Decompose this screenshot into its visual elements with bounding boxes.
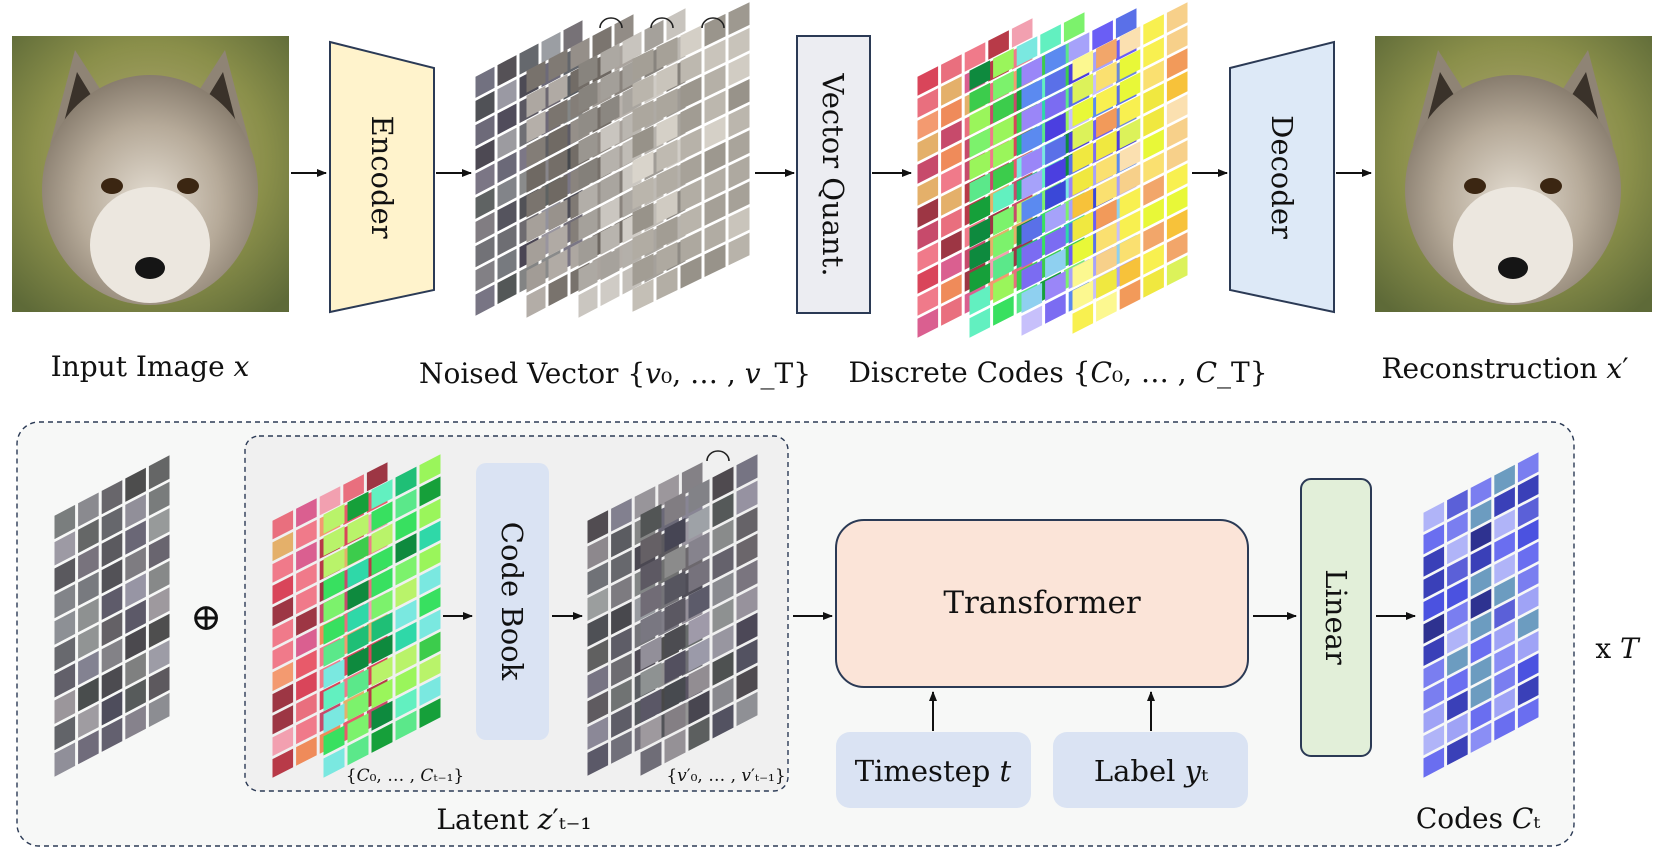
- curl-1-icon: [599, 17, 623, 29]
- timestep-block: [836, 732, 1031, 808]
- curl-2-icon: [650, 17, 674, 29]
- curl-3-icon: [701, 17, 725, 29]
- repeat-label: x 𝑇: [1595, 632, 1641, 665]
- reconstruction-image: [1375, 36, 1652, 312]
- curl-latent-icon: [706, 450, 730, 462]
- discrete-codes-stack: [917, 2, 1188, 338]
- encoder-block: [329, 40, 435, 314]
- vector-quant-block: [796, 35, 871, 314]
- output-code-cells: [1423, 452, 1539, 778]
- vector-quant-label: Vector Quant.: [816, 72, 850, 276]
- codebook-label: Code Book: [495, 522, 529, 681]
- codes-small-caption: {𝐶₀, … , 𝐶ₜ₋₁}: [346, 766, 464, 786]
- recon-caption: Reconstruction 𝑥′: [1381, 352, 1628, 385]
- noise-grid: [54, 455, 170, 777]
- noised-layer-3: [632, 2, 750, 312]
- latent-codes-layer-1: [323, 454, 441, 778]
- transformer-block: [835, 519, 1249, 688]
- noise-cells: [54, 455, 170, 777]
- encoder-label: Encoder: [365, 115, 399, 238]
- input-image: [12, 36, 289, 312]
- codebook-block: [476, 463, 549, 740]
- transformer-label: Transformer: [943, 585, 1141, 621]
- codes-out-caption: Codes 𝐶ₜ: [1416, 802, 1540, 835]
- vectors-small-caption: {𝑣′₀, … , 𝑣′ₜ₋₁}: [666, 766, 785, 786]
- linear-label: Linear: [1319, 569, 1353, 665]
- codes-layer-2: [1021, 8, 1137, 336]
- output-codes-grid: [1423, 452, 1539, 778]
- latent-vectors-layer-1: [640, 454, 758, 776]
- latent-caption: Latent 𝑧′ₜ₋₁: [436, 803, 591, 836]
- oplus-symbol: ⊕: [190, 595, 222, 639]
- decoder-block: [1229, 40, 1335, 314]
- latent-vectors-stack: [587, 450, 758, 776]
- label-label: Label 𝑦ₜ: [1094, 754, 1209, 788]
- noised-caption: Noised Vector {𝑣₀, … , 𝑣_T}: [419, 357, 811, 390]
- linear-block: [1300, 478, 1372, 757]
- label-block: [1053, 732, 1248, 808]
- noised-vector-stack: [475, 2, 750, 318]
- latent-codes-stack: [272, 454, 441, 778]
- timestep-label: Timestep 𝑡: [855, 754, 1012, 788]
- input-caption: Input Image 𝑥: [51, 350, 250, 383]
- codes-caption: Discrete Codes {𝐶₀, … , 𝐶_T}: [848, 356, 1267, 389]
- decoder-label: Decoder: [1265, 115, 1299, 239]
- codes-layer-3: [1072, 2, 1188, 334]
